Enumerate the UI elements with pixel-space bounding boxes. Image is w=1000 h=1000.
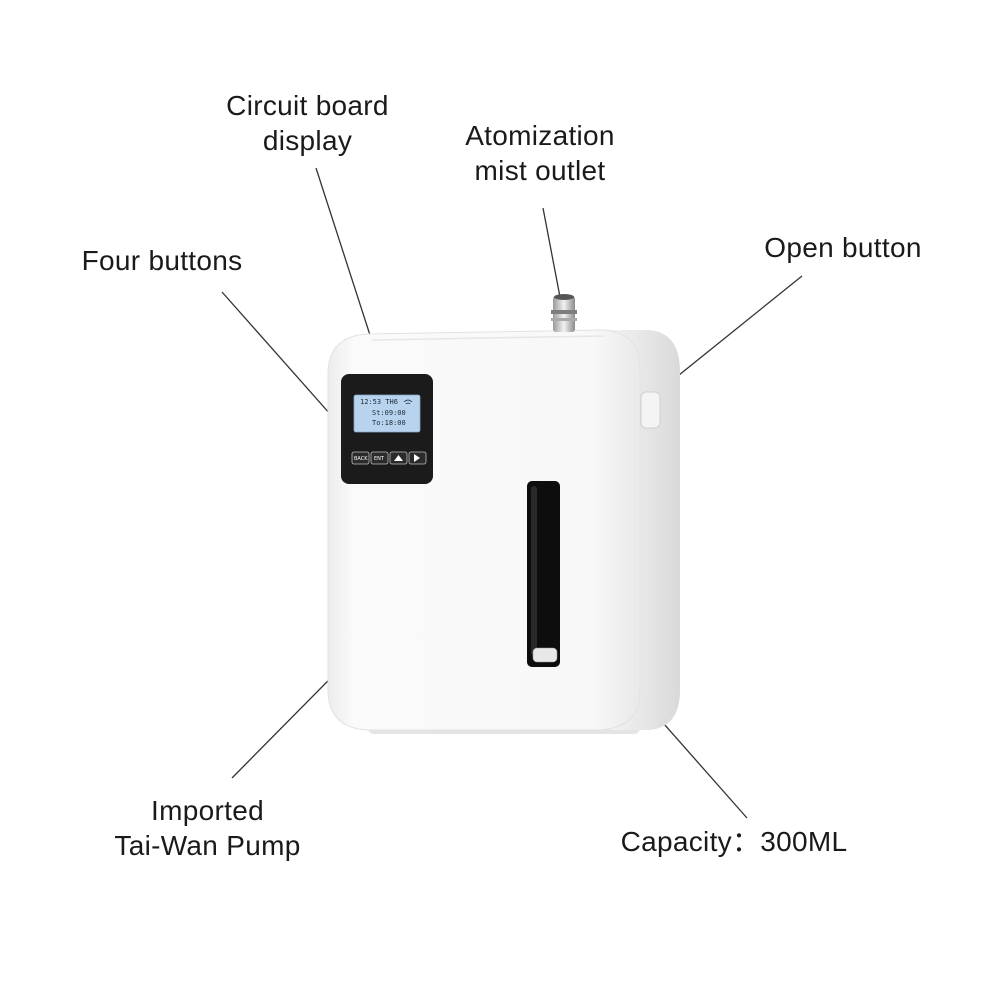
label-open-button-text: Open button	[764, 232, 922, 263]
lcd-line-1: 12:53 TH6	[360, 398, 398, 406]
right-arrow-icon	[414, 454, 420, 462]
lcd-line-3: To:18:00	[372, 419, 406, 427]
label-circuit-board-display: Circuit board display	[205, 88, 410, 158]
keypad: BACK ENT	[351, 451, 427, 465]
lcd-screen	[353, 394, 421, 433]
mist-outlet-nozzle	[551, 294, 577, 332]
label-atomization-outlet: Atomization mist outlet	[445, 118, 635, 188]
label-atomization-outlet-line2: mist outlet	[474, 155, 606, 186]
up-arrow-icon	[394, 455, 403, 461]
label-atomization-outlet-line1: Atomization	[465, 120, 615, 151]
label-capacity: Capacity：300ML	[598, 824, 870, 859]
wifi-icon	[403, 399, 413, 405]
label-pump-line1: Imported	[151, 795, 264, 826]
label-four-buttons: Four buttons	[62, 243, 262, 278]
ent-button[interactable]	[370, 451, 389, 465]
label-pump: Imported Tai-Wan Pump	[90, 793, 325, 863]
label-open-button: Open button	[748, 230, 938, 265]
liquid-level-window	[527, 481, 560, 667]
back-button-label: BACK	[354, 456, 368, 462]
open-button[interactable]	[640, 391, 661, 429]
device-top-seam	[371, 335, 605, 341]
label-circuit-board-display-line2: display	[262, 125, 353, 156]
label-four-buttons-text: Four buttons	[81, 245, 243, 276]
label-circuit-board-display-line1: Circuit board	[226, 90, 389, 121]
label-capacity-text: Capacity：300ML	[620, 826, 848, 857]
lcd-line-2: St:09:00	[372, 409, 406, 417]
back-button[interactable]	[351, 451, 370, 465]
ent-button-label: ENT	[374, 456, 385, 462]
label-pump-line2: Tai-Wan Pump	[114, 830, 301, 861]
